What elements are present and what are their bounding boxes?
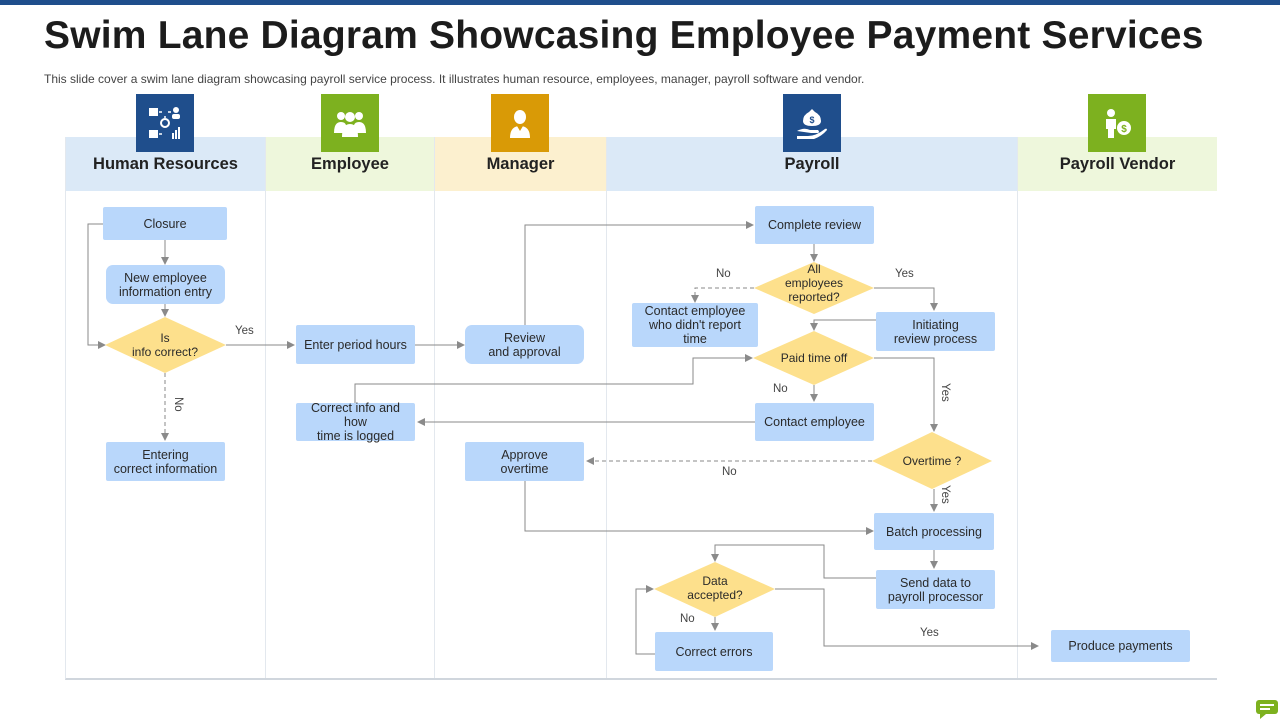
edge-label-no: No xyxy=(716,268,731,280)
connector xyxy=(874,357,938,432)
connector xyxy=(524,481,874,535)
decision-is-info-correct: Is info correct? xyxy=(131,331,199,359)
connector xyxy=(874,287,938,311)
node-enter-period-hours: Enter period hours xyxy=(296,325,415,364)
edge-label-no: No xyxy=(172,397,184,412)
node-entering-correct-info: Entering correct information xyxy=(106,442,225,481)
decision-overtime: Overtime ? xyxy=(902,454,962,468)
lane-frame xyxy=(65,137,1217,680)
connector xyxy=(87,223,106,349)
edge-label-yes: Yes xyxy=(920,627,939,639)
decision-diamond xyxy=(872,432,992,489)
node-initiating-review: Initiating review process xyxy=(876,312,995,351)
node-new-employee-entry: New employee information entry xyxy=(106,265,225,304)
node-batch-processing: Batch processing xyxy=(874,513,994,550)
vendor-dollar-icon: $ xyxy=(1088,94,1146,152)
edge-label-yes: Yes xyxy=(939,383,951,402)
manager-person-icon xyxy=(491,94,549,152)
svg-text:$: $ xyxy=(1121,124,1127,135)
decision-diamond xyxy=(753,331,874,385)
connector xyxy=(775,588,1039,650)
connector xyxy=(810,319,876,331)
page-subtitle: This slide cover a swim lane diagram sho… xyxy=(44,72,865,86)
decision-paid-time-off: Paid time off xyxy=(780,351,848,365)
node-correct-errors: Correct errors xyxy=(655,632,773,671)
node-correct-info-logged: Correct info and how time is logged xyxy=(296,401,415,443)
node-approve-overtime: Approve overtime xyxy=(465,442,584,481)
node-review-approval: Review and approval xyxy=(465,325,584,364)
node-contact-employee: Contact employee xyxy=(755,403,874,441)
node-closure: Closure xyxy=(103,207,227,240)
edge-label-yes: Yes xyxy=(895,268,914,280)
money-hand-icon: $ xyxy=(783,94,841,152)
edge-label-yes: Yes xyxy=(939,485,951,504)
connector xyxy=(524,221,754,325)
connector xyxy=(354,354,753,403)
svg-text:$: $ xyxy=(809,115,814,125)
node-send-data: Send data to payroll processor xyxy=(876,570,995,609)
node-produce-payments: Produce payments xyxy=(1051,630,1190,662)
connector xyxy=(711,544,876,579)
edge-label-no: No xyxy=(773,383,788,395)
connector xyxy=(691,287,754,303)
decision-diamond xyxy=(754,262,874,314)
decision-data-accepted: Data accepted? xyxy=(687,574,743,602)
top-accent-bar xyxy=(0,0,1280,5)
edge-label-no: No xyxy=(722,466,737,478)
chat-bubble-icon xyxy=(1256,700,1278,719)
node-complete-review: Complete review xyxy=(755,206,874,244)
decision-all-reported: All employees reported? xyxy=(784,262,844,304)
decision-diamond xyxy=(105,317,226,373)
decision-diamond xyxy=(654,562,775,617)
edge-label-no: No xyxy=(680,613,695,625)
connector xyxy=(635,585,655,655)
edge-label-yes: Yes xyxy=(235,325,254,337)
lane-employee: Employee xyxy=(266,137,435,680)
node-contact-not-reported: Contact employee who didn't report time xyxy=(632,303,758,347)
hr-network-icon xyxy=(136,94,194,152)
people-group-icon xyxy=(321,94,379,152)
page-title: Swim Lane Diagram Showcasing Employee Pa… xyxy=(44,14,1204,57)
